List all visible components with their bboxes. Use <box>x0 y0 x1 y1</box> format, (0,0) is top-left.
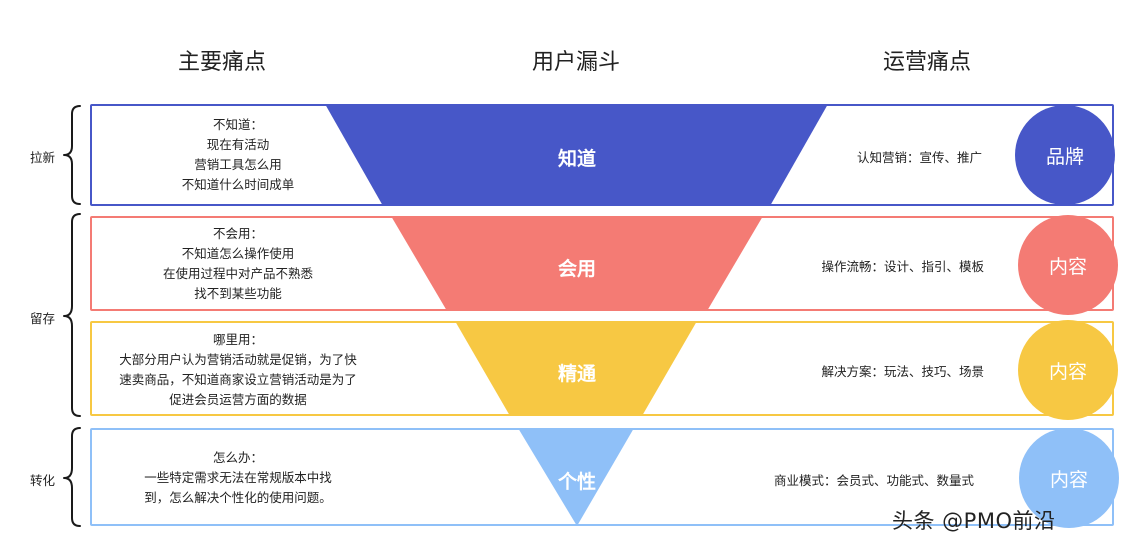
funnel-label-custom: 个性 <box>557 471 596 493</box>
pain-text-custom: 怎么办： 一些特定需求无法在常规版本中找 到，怎么解决个性化的使用问题。 <box>144 450 332 505</box>
funnel-segment-use <box>391 216 763 311</box>
bracket-retain <box>63 213 81 417</box>
funnel-label-aware: 知道 <box>557 148 596 170</box>
circle-content-use: 内容 <box>1018 215 1118 315</box>
header-user-funnel: 用户漏斗 <box>531 50 620 75</box>
pain-text-master: 哪里用： 大部分用户认为营销活动就是促销，为了快 速卖商品，不知道商家设立营销活… <box>119 332 357 407</box>
group-label-retain: 留存 <box>30 311 56 326</box>
watermark: 头条 @PMO前沿 <box>892 509 1056 533</box>
ops-text-aware: 认知营销：宣传、推广 <box>856 150 982 165</box>
funnel-segment-master <box>455 321 697 416</box>
header-main-pain: 主要痛点 <box>177 50 266 75</box>
group-label-convert: 转化 <box>30 473 56 488</box>
circle-brand: 品牌 <box>1015 105 1115 205</box>
bracket-convert <box>63 427 81 527</box>
pain-text-aware: 不知道： 现在有活动 营销工具怎么用 不知道什么时间成单 <box>181 117 295 192</box>
circle-content-custom: 内容 <box>1019 428 1119 528</box>
bracket-acquire <box>63 105 81 205</box>
ops-text-custom: 商业模式：会员式、功能式、数量式 <box>773 473 974 488</box>
ops-text-master: 解决方案：玩法、技巧、场景 <box>821 364 984 379</box>
funnel-label-master: 精通 <box>557 363 596 385</box>
pain-text-use: 不会用： 不知道怎么操作使用 在使用过程中对产品不熟悉 找不到某些功能 <box>162 226 313 301</box>
ops-text-use: 操作流畅：设计、指引、模板 <box>821 259 984 274</box>
circle-content-master: 内容 <box>1018 320 1118 420</box>
group-label-acquire: 拉新 <box>30 150 56 165</box>
funnel-label-use: 会用 <box>557 258 596 280</box>
funnel-segment-aware <box>325 104 828 206</box>
funnel-segment-custom <box>518 428 634 526</box>
header-ops-pain: 运营痛点 <box>882 50 971 75</box>
